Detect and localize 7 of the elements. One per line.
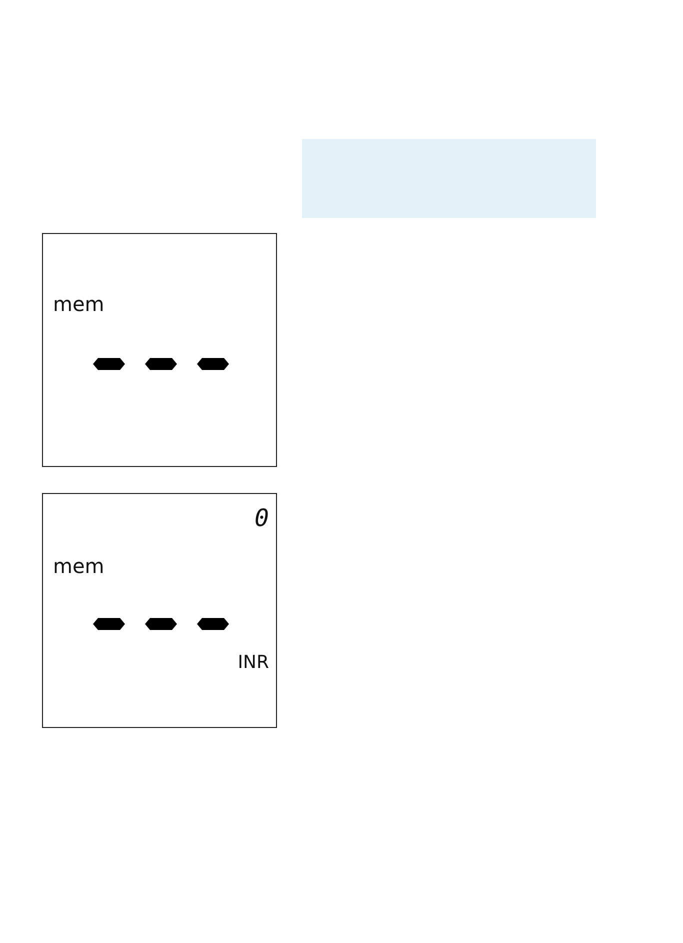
display-digit: 0 [254,506,269,530]
lcd-display [42,493,277,728]
info-panel [302,139,596,218]
unit-label: INR [238,654,269,672]
lcd-display [42,233,277,467]
display-label: mem [53,556,104,576]
display-label: mem [53,294,104,314]
